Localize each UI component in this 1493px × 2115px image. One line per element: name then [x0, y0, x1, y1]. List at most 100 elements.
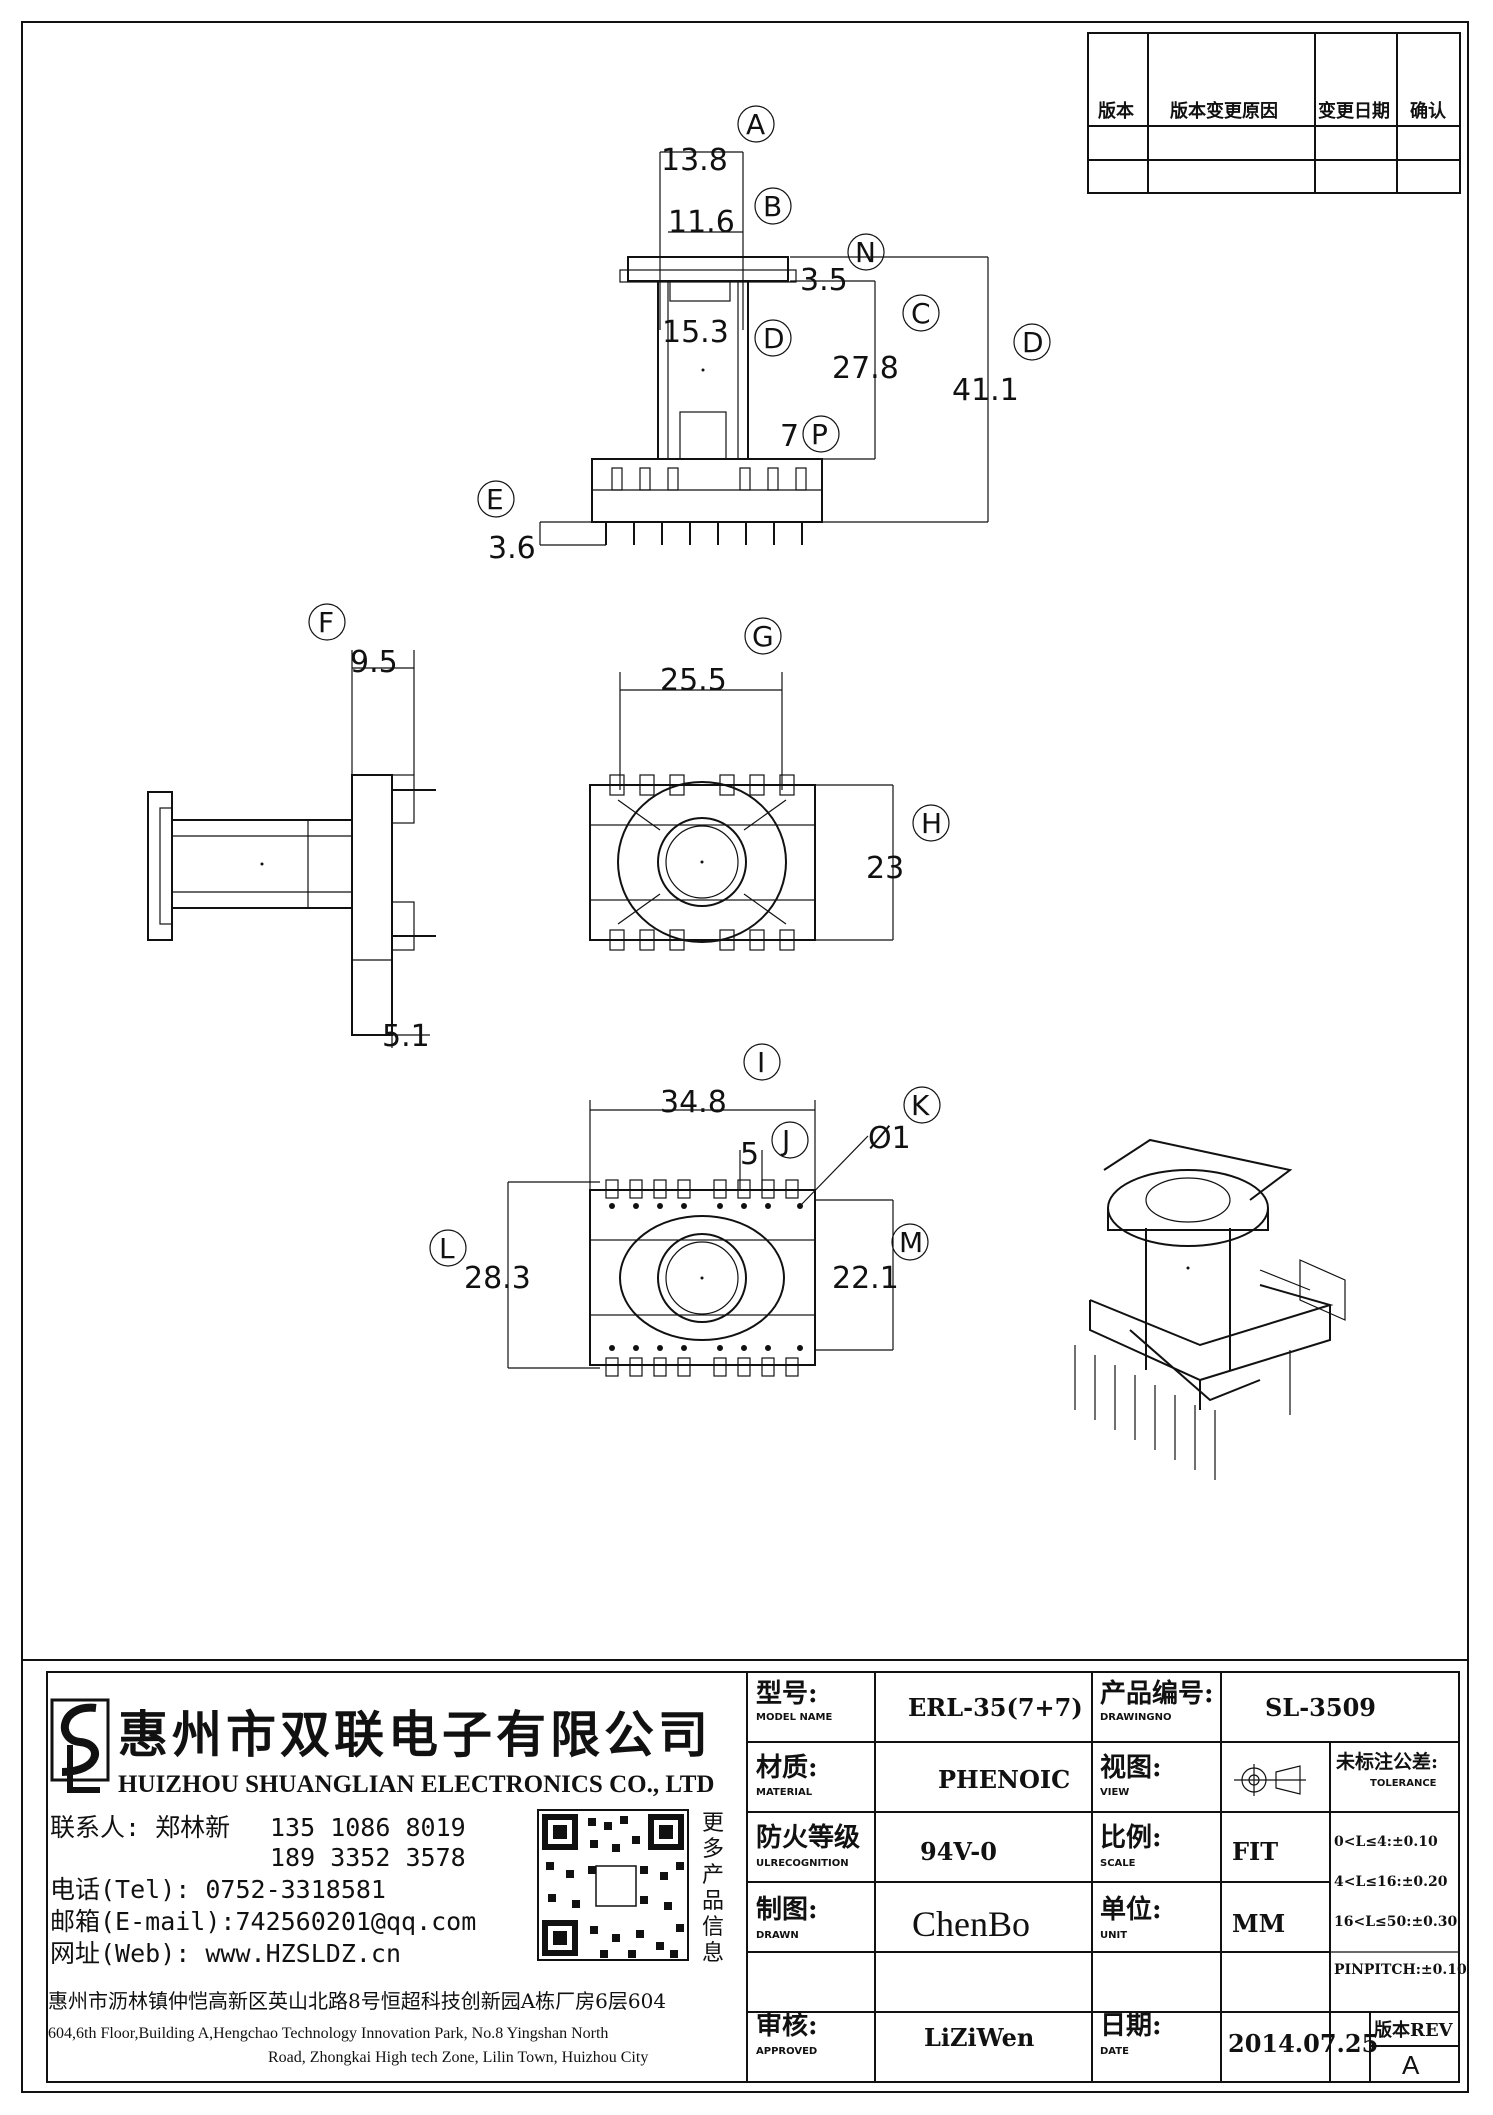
dim-I-value: 34.8: [660, 1085, 727, 1120]
rev-value: A: [1402, 2050, 1420, 2080]
callout-G: G: [752, 620, 774, 653]
qr-code: [537, 1809, 689, 1961]
company-name-cn: 惠州市双联电子有限公司: [118, 1705, 712, 1764]
callout-P: P: [811, 418, 828, 451]
contact-person: 联系人: 郑林新: [50, 1813, 230, 1842]
callout-K: K: [911, 1089, 930, 1122]
more-info-3: 产: [702, 1863, 724, 1888]
material-label: 材质:: [756, 1753, 818, 1783]
address-en-2: Road, Zhongkai High tech Zone, Lilin Tow…: [268, 2049, 648, 2066]
company-name-en: HUIZHOU SHUANGLIAN ELECTRONICS CO., LTD: [118, 1771, 714, 1798]
dim-F-value: 9.5: [350, 645, 398, 680]
rev-label: 版本REV: [1374, 2019, 1454, 2041]
flame-label: 防火等级: [756, 1822, 860, 1853]
dim-P-value: 7: [780, 419, 799, 454]
dim-L-value: 28.3: [464, 1261, 531, 1296]
material-value: PHENOIC: [938, 1765, 1070, 1794]
scale-label-en: SCALE: [1100, 1858, 1136, 1869]
address-cn: 惠州市沥林镇仲恺高新区英山北路8号恒超科技创新园A栋厂房6层604: [48, 1989, 666, 2013]
callout-E: E: [486, 483, 504, 516]
more-info-5: 信: [702, 1915, 724, 1940]
title-block-frame: [22, 1659, 1468, 2083]
dim-C-value: 27.8: [832, 351, 899, 386]
revision-header-date: 变更日期: [1318, 100, 1390, 122]
approved-label-en: APPROVED: [756, 2046, 817, 2057]
projection-symbol-icon: [1234, 1764, 1306, 1796]
drawingno-label-en: DRAWINGNO: [1100, 1712, 1172, 1723]
tolerance-3: 16<L≤50:±0.30: [1334, 1914, 1458, 1930]
dim-D-value: 41.1: [952, 373, 1019, 408]
tolerance-1: 0<L≤4:±0.10: [1334, 1834, 1438, 1850]
revision-table: 版本 版本变更原因 变更日期 确认: [1087, 32, 1461, 194]
dim-K-value: Ø1: [868, 1121, 911, 1156]
dim-E-value: 3.6: [488, 531, 536, 566]
approved-label: 审核:: [756, 2010, 818, 2041]
isometric-view: [1074, 1138, 1346, 1480]
drawingno-label: 产品编号:: [1100, 1678, 1214, 1709]
dim-A-value: 13.8: [661, 143, 728, 178]
callout-circles-front: [477, 105, 1051, 518]
callout-D: D: [1022, 326, 1044, 359]
callout-F: F: [318, 606, 334, 639]
view-label-en: VIEW: [1100, 1787, 1129, 1798]
dim-J-value: 5: [740, 1137, 759, 1172]
callout-D-inner: D: [763, 322, 785, 355]
tolerance-2: 4<L≤16:±0.20: [1334, 1874, 1448, 1890]
bottom-view: [507, 1100, 894, 1377]
unit-value: MM: [1232, 1909, 1285, 1938]
date-value: 2014.07.25: [1228, 2029, 1378, 2058]
dim-D-inner-value: 15.3: [662, 315, 729, 350]
callout-I: I: [757, 1046, 765, 1079]
more-info-2: 多: [702, 1837, 724, 1862]
material-label-en: MATERIAL: [756, 1787, 813, 1798]
callout-L: L: [439, 1232, 455, 1265]
front-view: [539, 151, 989, 546]
contact-web: 网址(Web): www.HZSLDZ.cn: [50, 1939, 401, 1968]
revision-header-version: 版本: [1098, 100, 1134, 122]
tolerance-label-en: TOLERANCE: [1370, 1778, 1437, 1789]
date-label: 日期:: [1100, 2011, 1162, 2041]
contact-email: 邮箱(E-mail):742560201@qq.com: [50, 1907, 476, 1936]
scale-label: 比例:: [1100, 1823, 1162, 1853]
drawing-border: [21, 21, 1469, 2093]
flame-value: 94V-0: [920, 1837, 997, 1866]
contact-phone-1: 135 1086 8019: [270, 1813, 466, 1842]
address-en-1: 604,6th Floor,Building A,Hengchao Techno…: [48, 2025, 608, 2042]
more-info-1: 更: [702, 1811, 724, 1836]
callout-J: J: [780, 1124, 790, 1157]
side-view: [147, 650, 436, 1048]
unit-label-en: UNIT: [1100, 1930, 1127, 1941]
dim-H-value: 23: [866, 851, 904, 886]
more-info-6: 息: [702, 1941, 724, 1966]
unit-label: 单位:: [1100, 1894, 1162, 1925]
dim-F2-value: 5.1: [382, 1019, 430, 1054]
approved-value: LiZiWen: [924, 2023, 1034, 2052]
dim-N-value: 3.5: [800, 263, 848, 298]
pinpitch: PINPITCH:±0.10: [1334, 1962, 1467, 1978]
contact-tel: 电话(Tel): 0752-3318581: [50, 1875, 386, 1904]
model-value: ERL-35(7+7): [908, 1693, 1083, 1722]
callout-C: C: [911, 297, 931, 330]
callout-A: A: [746, 108, 765, 141]
model-label: 型号:: [756, 1679, 818, 1709]
dim-B-value: 11.6: [668, 205, 735, 240]
tolerance-label: 未标注公差:: [1335, 1750, 1438, 1773]
company-logo: [50, 1698, 110, 1793]
revision-header-reason: 版本变更原因: [1170, 100, 1278, 122]
drawn-value: ChenBo: [912, 1904, 1030, 1944]
contact-phone-2: 189 3352 3578: [270, 1843, 466, 1872]
drawn-label-en: DRAWN: [756, 1930, 799, 1941]
callout-B: B: [763, 190, 782, 223]
revision-header-confirm: 确认: [1410, 100, 1447, 122]
more-info-4: 品: [702, 1889, 724, 1914]
drawingno-value: SL-3509: [1265, 1693, 1376, 1722]
callout-M: M: [899, 1226, 923, 1259]
model-label-en: MODEL NAME: [756, 1712, 832, 1723]
date-label-en: DATE: [1100, 2046, 1129, 2057]
top-view: [589, 672, 894, 951]
scale-value: FIT: [1232, 1837, 1278, 1866]
dim-G-value: 25.5: [660, 663, 727, 698]
drawn-label: 制图:: [756, 1895, 818, 1925]
dim-M-value: 22.1: [832, 1261, 899, 1296]
